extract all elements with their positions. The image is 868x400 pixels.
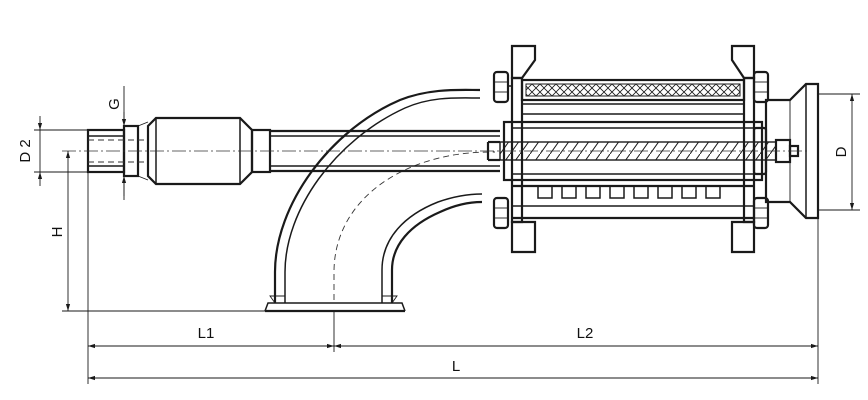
label-g: G <box>106 98 123 110</box>
dimension-l: L <box>88 358 818 381</box>
dimension-h: H <box>49 151 265 312</box>
label-l1: L1 <box>198 325 215 342</box>
label-d: D <box>833 146 850 157</box>
dimension-d: D <box>818 93 860 211</box>
main-tube <box>250 128 500 174</box>
label-h: H <box>49 227 66 238</box>
label-d2: D 2 <box>17 139 34 162</box>
dimension-g: G <box>106 86 127 200</box>
label-l: L <box>452 358 460 375</box>
bolt-icon <box>752 70 770 104</box>
heater-housing <box>486 44 800 254</box>
dimension-l1-l2: L1 L2 <box>87 172 819 384</box>
pipe-elbow <box>264 88 496 313</box>
bolt-icon <box>492 196 510 230</box>
label-l2: L2 <box>577 325 594 342</box>
bolt-icon <box>752 196 770 230</box>
cooling-slots <box>537 185 721 199</box>
bolt-icon <box>492 70 512 104</box>
dimension-d2: D 2 <box>17 116 88 186</box>
